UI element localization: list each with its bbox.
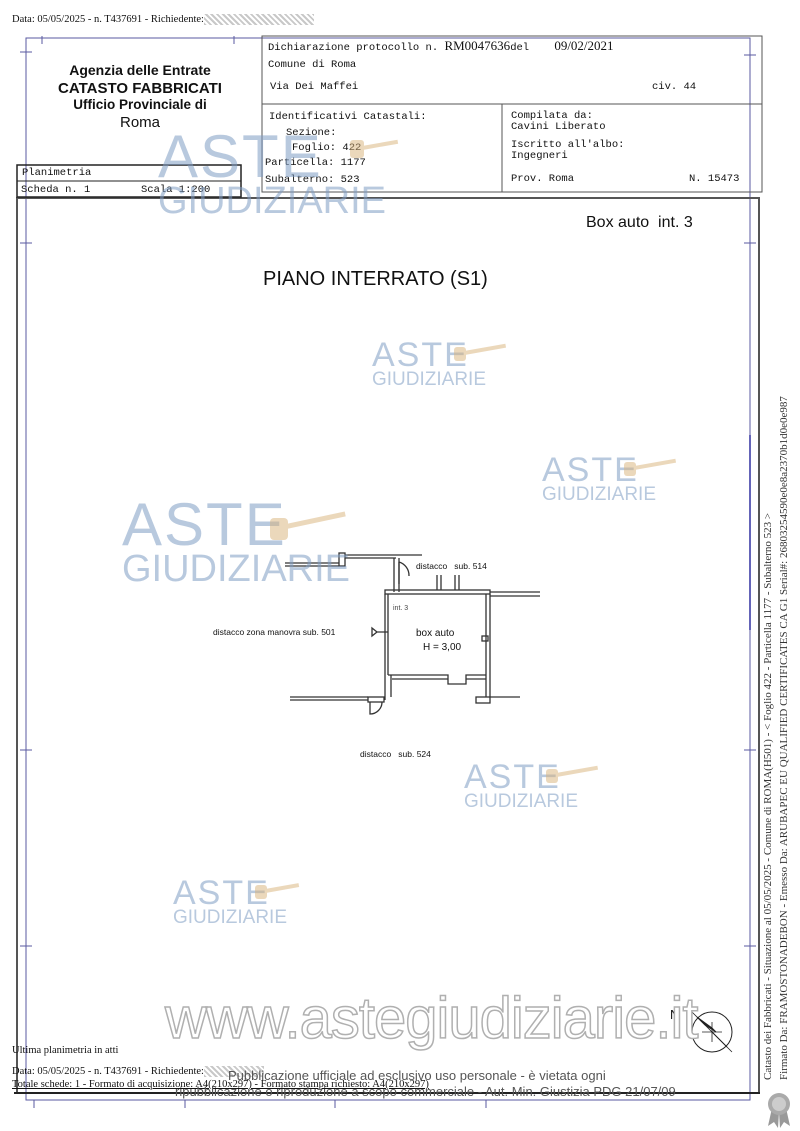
address: Via Dei Maffei [270,81,359,93]
label-int: int. 3 [393,605,409,612]
north-label: N [670,1007,680,1022]
label-sub-514: distacco sub. 514 [416,561,487,571]
del-label: del [510,42,530,54]
protocol-number: RM0047636 [444,38,511,53]
footer-request: Data: 05/05/2025 - n. T437691 - Richiede… [12,1066,264,1078]
province: Prov. Roma [511,173,575,185]
albo: Ingegneri [511,150,568,162]
seal-icon [768,1093,790,1128]
unit-label: Box auto int. 3 [586,214,693,231]
north-arrow-icon [691,1011,733,1053]
albo-label: Iscritto all'albo: [511,139,625,151]
signature-info: Firmato Da: FRAMOSTONADEBON - Emesso Da:… [778,396,790,1080]
side-info: Catasto dei Fabbricati - Situazione al 0… [762,512,774,1080]
comune: Comune di Roma [268,59,357,71]
room-height: H = 3,00 [423,642,462,653]
request-text: Data: 05/05/2025 - n. T437691 - Richiede… [12,14,204,25]
identifiers-title: Identificativi Catastali: [269,111,427,123]
label-sub-524: distacco sub. 524 [360,749,431,759]
footer-request-text: Data: 05/05/2025 - n. T437691 - Richiede… [12,1066,204,1077]
watermark-site: www.astegiudiziarie.it [164,985,699,1052]
notice-line-1: Pubblicazione ufficiale ad esclusivo uso… [228,1068,606,1083]
office-city: Roma [119,114,160,131]
sheet-scale: Scala 1:200 [141,184,211,196]
office-label: Ufficio Provinciale di [73,97,207,112]
protocol-label: Dichiarazione protocollo n. [268,42,439,54]
last-plan-note: Ultima planimetria in atti [12,1045,119,1056]
redacted-requester [203,14,314,26]
agency-block: Agenzia delle Entrate CATASTO FABBRICATI… [40,62,240,131]
sezione: Sezione: [286,127,337,139]
sheet-number: Scheda n. 1 [21,184,91,196]
civic-number: civ. 44 [652,81,697,93]
declaration-line: Dichiarazione protocollo n. RM0047636del… [268,38,614,54]
protocol-date: 09/02/2021 [554,38,614,53]
particella: Particella: 1177 [265,157,366,169]
floor-title: PIANO INTERRATO (S1) [263,268,488,290]
sheets-total: Totale schede: 1 - Formato di acquisizio… [12,1079,429,1090]
subalterno: Subalterno: 523 [265,174,360,186]
sheet-type: Planimetria [22,167,92,179]
request-info: Data: 05/05/2025 - n. T437691 - Richiede… [12,14,314,26]
compiler-name: Cavini Liberato [511,121,606,133]
label-sub-501: distacco zona manovra sub. 501 [213,627,336,637]
foglio: Foglio: 422 [292,142,362,154]
redacted-requester [203,1066,264,1078]
notice-line-2: ripubblicazione o riproduzione a scopo c… [175,1084,676,1099]
registration-number: N. 15473 [689,173,740,185]
catasto-title: CATASTO FABBRICATI [58,80,222,97]
agency-name: Agenzia delle Entrate [69,62,211,78]
compiler-label: Compilata da: [511,110,593,122]
room-label: box auto [416,628,455,639]
